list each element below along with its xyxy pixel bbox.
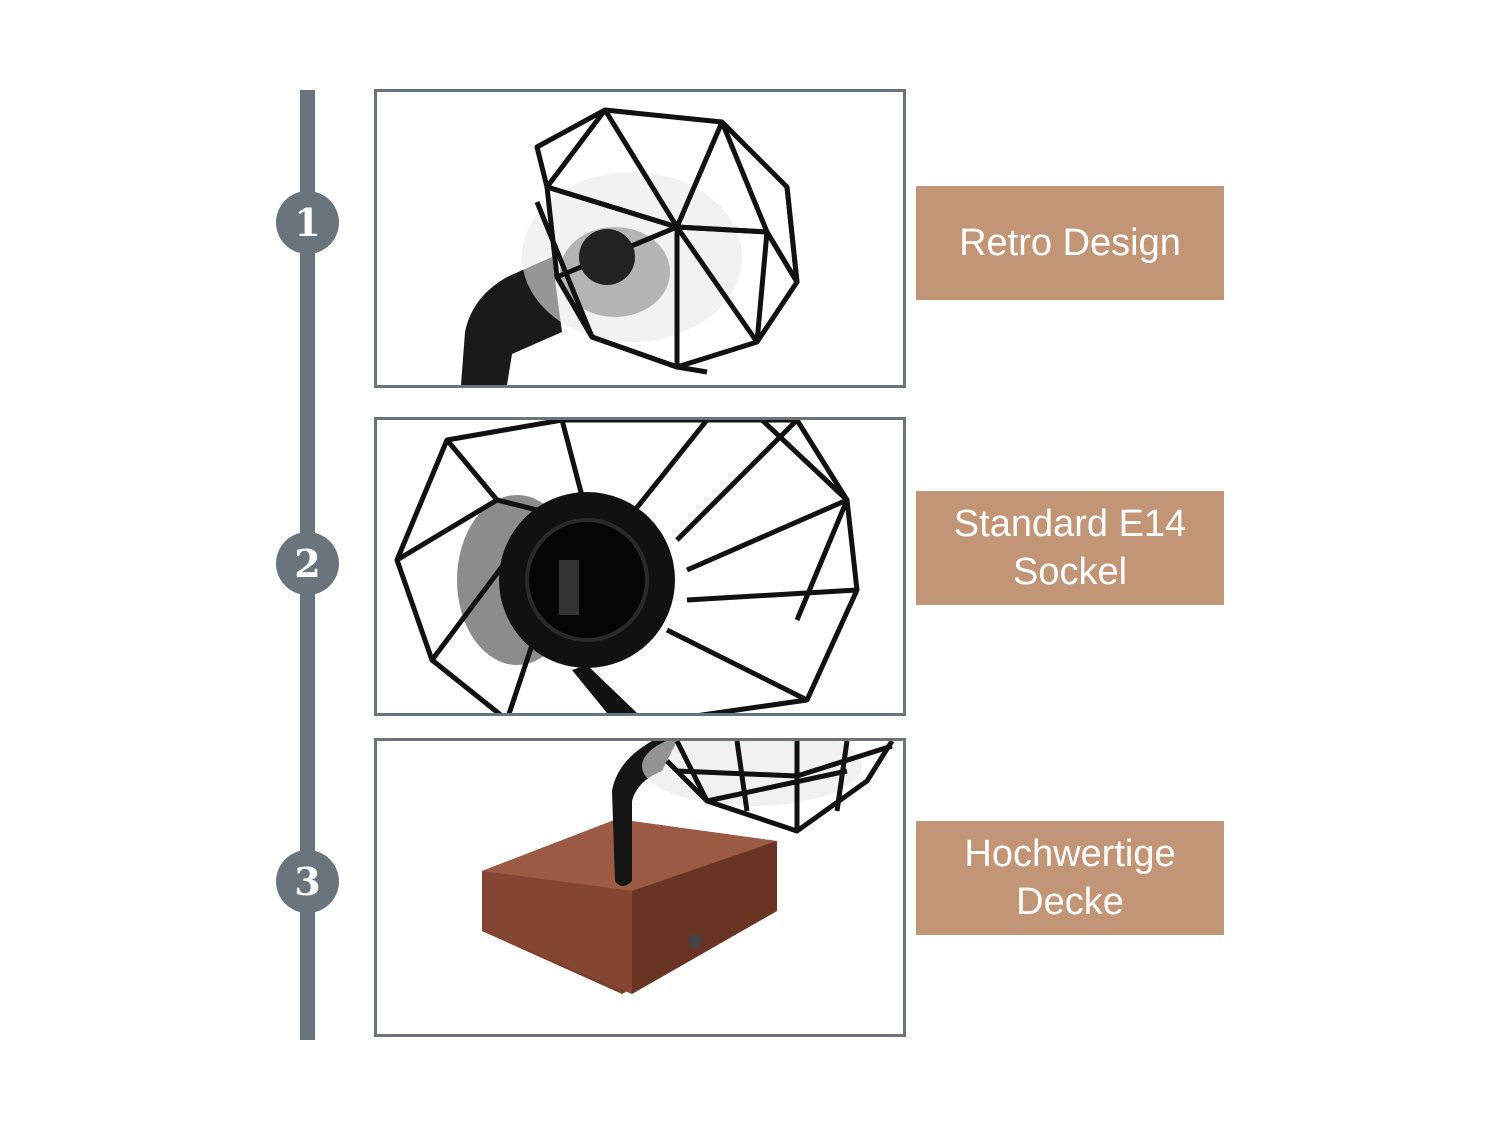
feature-label-line: Sockel <box>1012 551 1128 593</box>
feature-label-line: Decke <box>1016 881 1124 923</box>
feature-label-2: Standard E14 Sockel <box>916 491 1224 605</box>
step-badge-1: 1 <box>276 191 339 254</box>
feature-label-line: Retro Design <box>959 222 1181 264</box>
feature-image-1 <box>374 89 906 388</box>
feature-label-line: Standard E14 <box>953 503 1187 545</box>
feature-image-3 <box>374 738 906 1037</box>
feature-image-2 <box>374 417 906 716</box>
feature-label-1: Retro Design <box>916 186 1224 300</box>
step-badge-2: 2 <box>276 532 339 595</box>
step-number: 3 <box>294 859 321 904</box>
e14-socket-icon <box>394 420 860 713</box>
step-number: 2 <box>294 541 321 586</box>
step-number: 1 <box>294 200 321 245</box>
step-badge-3: 3 <box>276 850 339 913</box>
wooden-base-icon <box>482 741 895 994</box>
cage-lamp-head-icon <box>461 107 800 385</box>
feature-label-3: Hochwertige Decke <box>916 821 1224 935</box>
feature-label-line: Hochwertige <box>964 833 1176 875</box>
